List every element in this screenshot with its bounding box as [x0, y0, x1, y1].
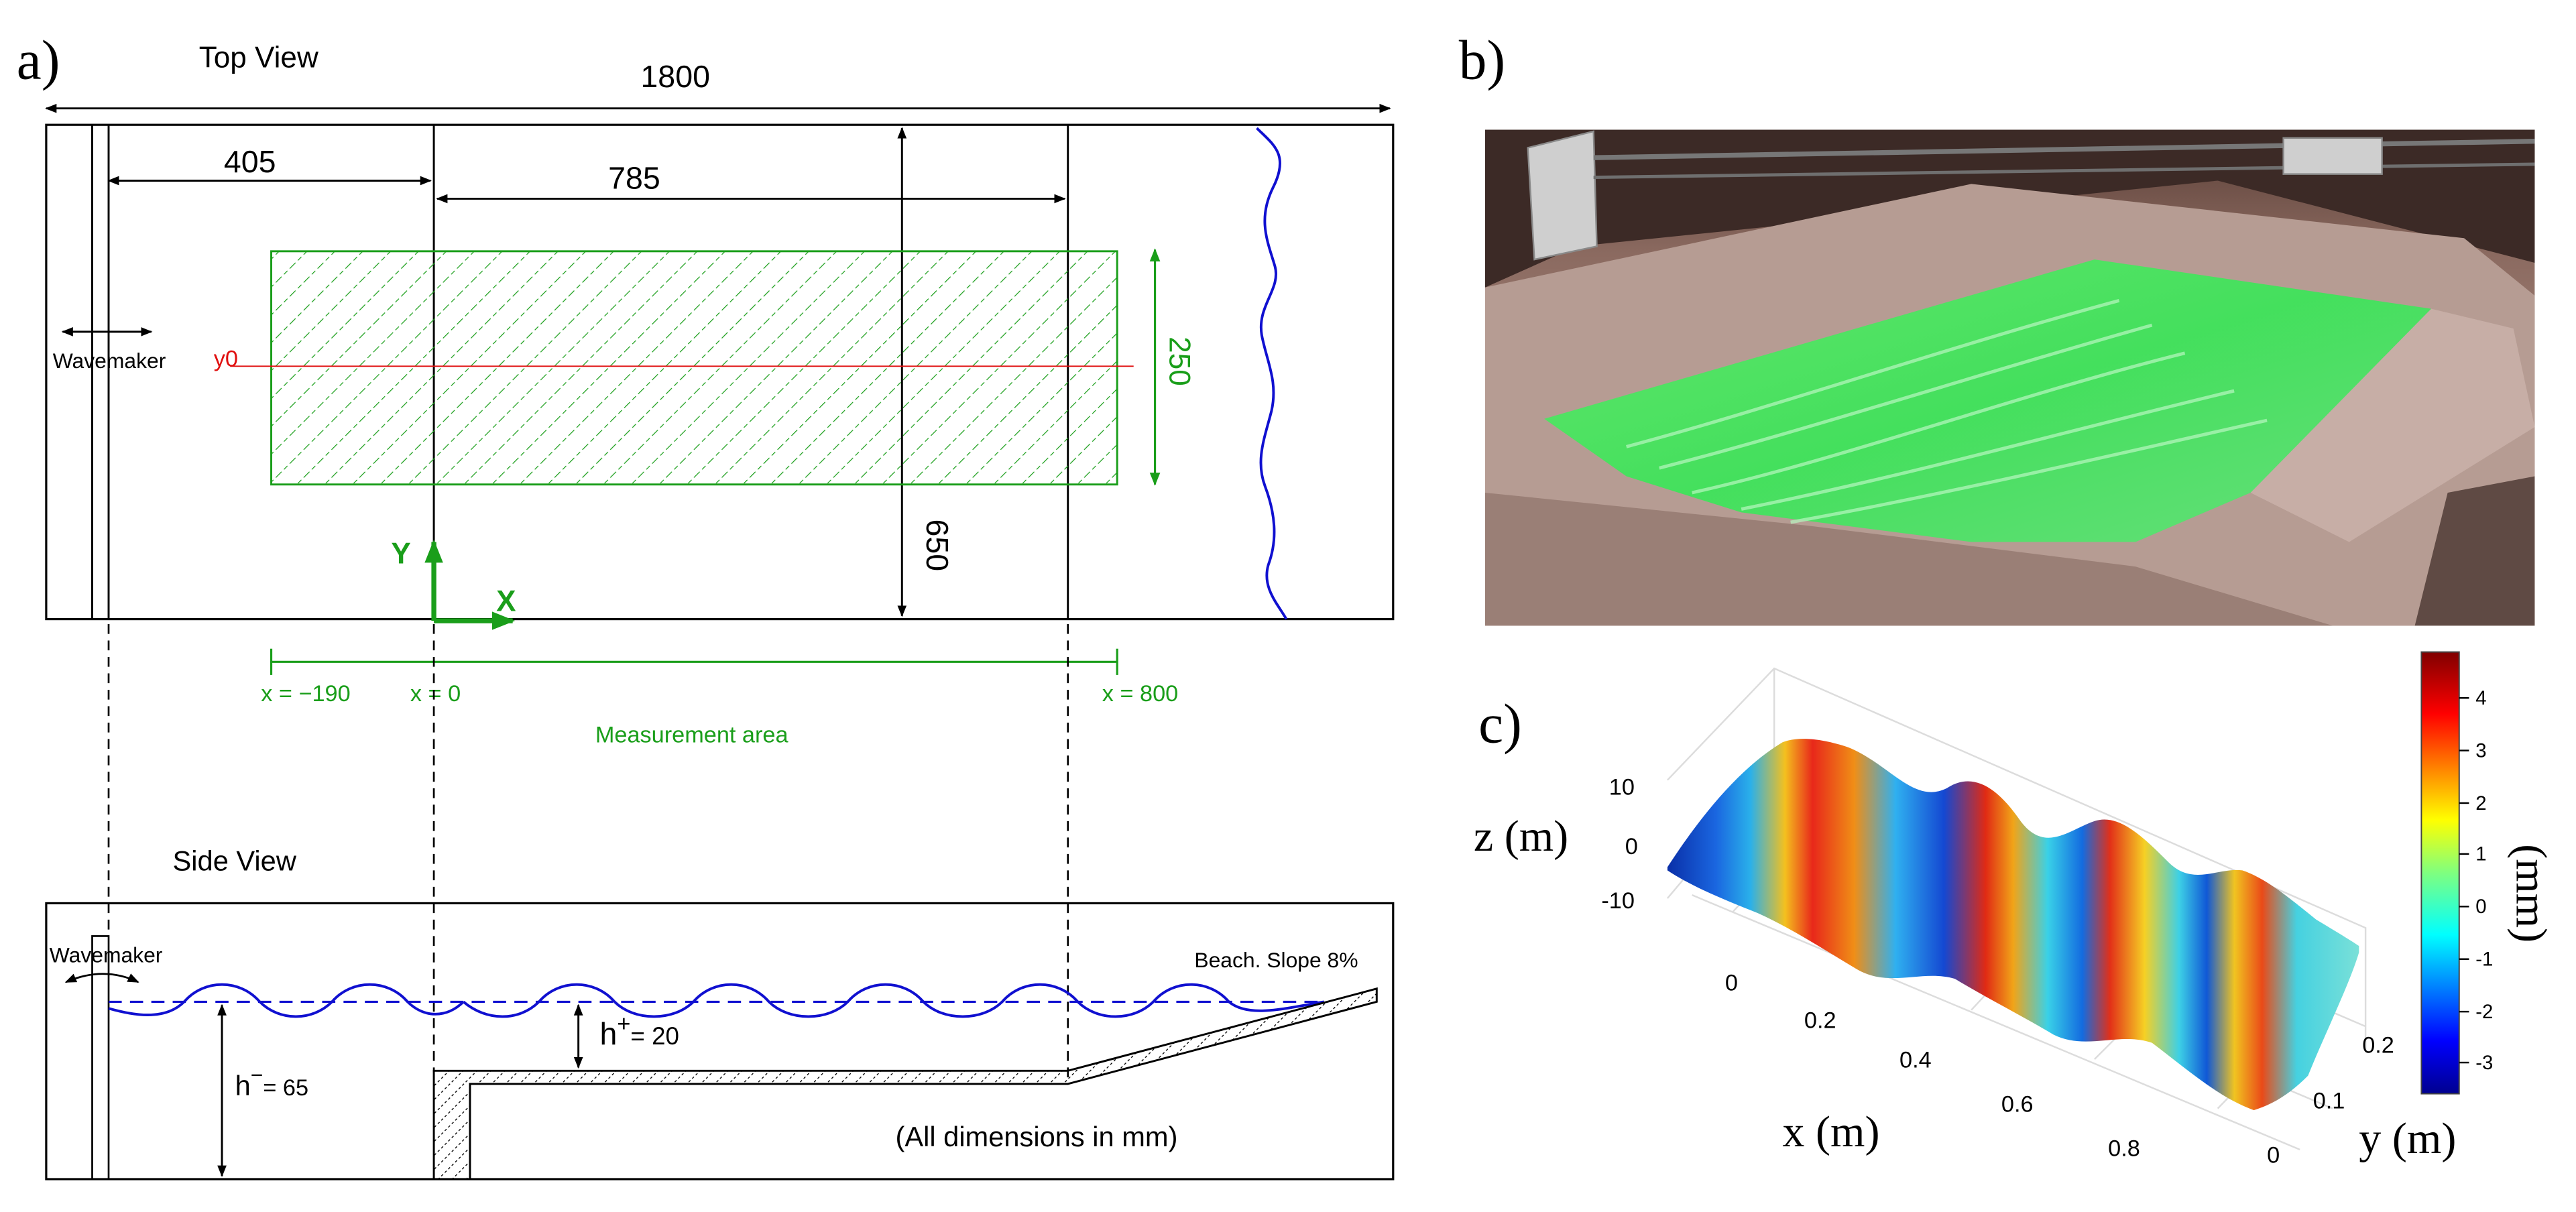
- z-tick-10: 10: [1609, 775, 1635, 800]
- dimension-total-label: 1800: [640, 59, 710, 94]
- z-axis-label: z (m): [1474, 812, 1568, 861]
- surface-elevation: [1667, 739, 2359, 1111]
- side-view: Side View Wavemaker Beach. Slope 8% h+= …: [45, 845, 1395, 1180]
- measurement-area-hatch: [270, 250, 1118, 486]
- colorbar-tick-neg3: -3: [2475, 1052, 2493, 1074]
- h-plus-label: h+= 20: [600, 1012, 679, 1052]
- x-tick-0: 0: [1725, 970, 1738, 995]
- panel-b: b): [1459, 30, 2535, 626]
- wave-profile-1: [108, 983, 465, 1018]
- colorbar-tick-0: 0: [2475, 896, 2486, 918]
- colorbar-tick-1: 1: [2475, 843, 2486, 865]
- x-tick-0.8: 0.8: [2108, 1136, 2140, 1162]
- panel-a: a) Top View 1800 405 785 650 y0 250 Wave…: [17, 30, 1395, 1180]
- top-view: Top View 1800 405 785 650 y0 250 Wavemak…: [45, 41, 1395, 1078]
- y-tick-0: 0: [2267, 1143, 2280, 1168]
- colorbar: [2420, 651, 2460, 1095]
- colorbar-tick-3: 3: [2475, 739, 2486, 762]
- colorbar-tick-4: 4: [2475, 687, 2486, 709]
- x-tick-0.2: 0.2: [1804, 1008, 1836, 1034]
- colorbar-tick-neg2: -2: [2475, 1001, 2493, 1023]
- y-axis-label: y (m): [2359, 1114, 2456, 1163]
- wave-profile-2: [462, 983, 1325, 1018]
- dimension-250-label: 250: [1163, 337, 1196, 386]
- panel-c: c) z (m) 10 0 -10 0 0.2 0.4 0.6 0.8 x (m…: [1474, 651, 2555, 1168]
- panel-c-label: c): [1478, 693, 1522, 755]
- dimension-650-label: 650: [920, 520, 955, 572]
- wavemaker-label-top: Wavemaker: [53, 349, 166, 373]
- wavemaker-label-side: Wavemaker: [50, 943, 163, 967]
- units-note: (All dimensions in mm): [895, 1121, 1177, 1152]
- panel-b-label: b): [1459, 30, 1505, 92]
- side-wavemaker-paddle: [91, 935, 110, 1180]
- side-view-title: Side View: [173, 845, 297, 876]
- side-tank-outline: [45, 902, 1395, 1180]
- axis-y-label: Y: [391, 537, 410, 570]
- z-tick-neg10: -10: [1601, 888, 1635, 914]
- x-tick-0.4: 0.4: [1899, 1047, 1932, 1073]
- beach-waterline: [1256, 127, 1288, 620]
- y-tick-0.2: 0.2: [2362, 1032, 2394, 1058]
- x-zero-label: x = 0: [410, 681, 461, 707]
- colorbar-tick-neg1: -1: [2475, 949, 2493, 971]
- colorbar-label: (mm): [2506, 844, 2555, 943]
- colorbar-tick-2: 2: [2475, 792, 2486, 814]
- x-min-label: x = −190: [261, 681, 350, 707]
- colorbar-ticks: 4 3 2 1 0 -1 -2 -3: [2459, 687, 2493, 1074]
- panel-a-label: a): [17, 30, 60, 92]
- dimension-405-label: 405: [224, 144, 276, 179]
- x-axis-label: x (m): [1782, 1107, 1879, 1156]
- tank-outline: [45, 123, 1395, 621]
- dimension-785-label: 785: [608, 161, 660, 196]
- top-view-title: Top View: [199, 41, 318, 74]
- wave-tank-photo: [1484, 129, 2535, 626]
- x-tick-0.6: 0.6: [2001, 1092, 2034, 1117]
- x-max-label: x = 800: [1102, 681, 1178, 707]
- paddle-motion-arrow: [64, 973, 139, 983]
- y-tick-0.1: 0.1: [2313, 1089, 2345, 1114]
- beach-label: Beach. Slope 8%: [1194, 948, 1358, 972]
- measurement-area-label: Measurement area: [595, 722, 789, 747]
- axis-x-label: X: [496, 585, 516, 617]
- h-minus-label: h−= 65: [235, 1063, 308, 1101]
- z-tick-0: 0: [1625, 834, 1638, 859]
- y0-label: y0: [214, 346, 238, 371]
- step-and-beach: [432, 987, 1378, 1180]
